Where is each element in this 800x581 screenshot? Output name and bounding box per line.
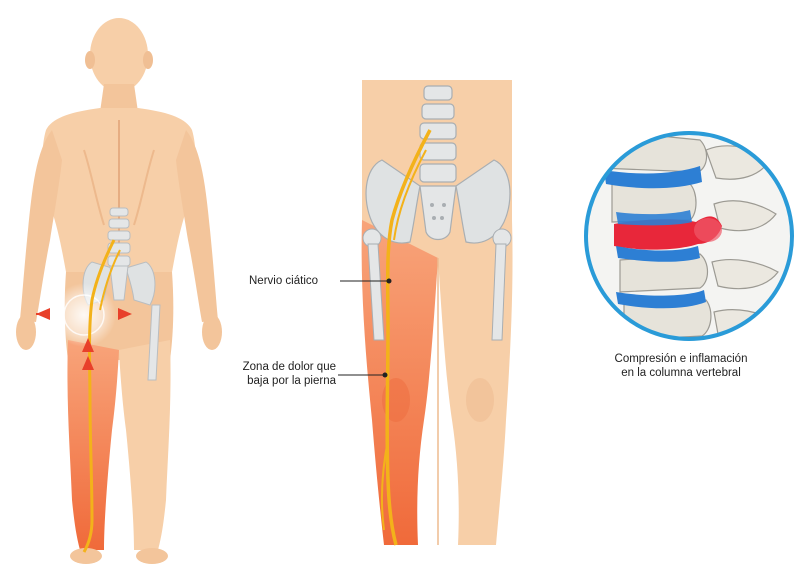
label-compresion-line-1: Compresión e inflamación [614,353,748,365]
label-compresion-line-2: en la columna vertebral [621,367,741,379]
label-zona-dolor: Zona de dolor que baja por la pierna [226,360,336,388]
label-zona-line-2: baja por la pierna [247,375,336,387]
spine-closeup [584,131,794,341]
label-leaders [338,278,392,378]
label-compresion: Compresión e inflamación en la columna v… [596,352,766,380]
label-nervio-ciatico: Nervio ciático [249,275,319,287]
label-zona-line-1: Zona de dolor que [242,361,336,373]
zoomed-legs-figure [361,80,513,546]
full-body-figure [16,18,222,564]
